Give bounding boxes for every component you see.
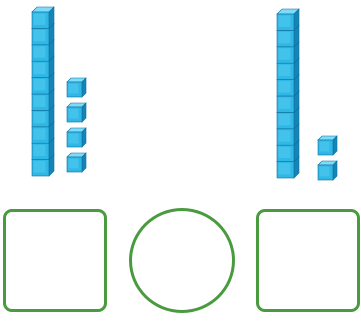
unit-cube [67, 153, 86, 172]
right-ones-column [318, 136, 337, 180]
unit-cube [318, 161, 337, 180]
base-ten-blocks-area [0, 0, 361, 200]
right-ten-rod [277, 9, 299, 178]
unit-cube [67, 103, 86, 122]
unit-cube [67, 128, 86, 147]
unit-cube [318, 136, 337, 155]
left-answer-box[interactable] [3, 209, 107, 312]
left-ones-column [67, 78, 86, 172]
comparison-symbol-circle[interactable] [129, 208, 235, 313]
right-answer-box[interactable] [256, 209, 360, 312]
left-ten-rod [32, 7, 54, 176]
unit-cube [67, 78, 86, 97]
